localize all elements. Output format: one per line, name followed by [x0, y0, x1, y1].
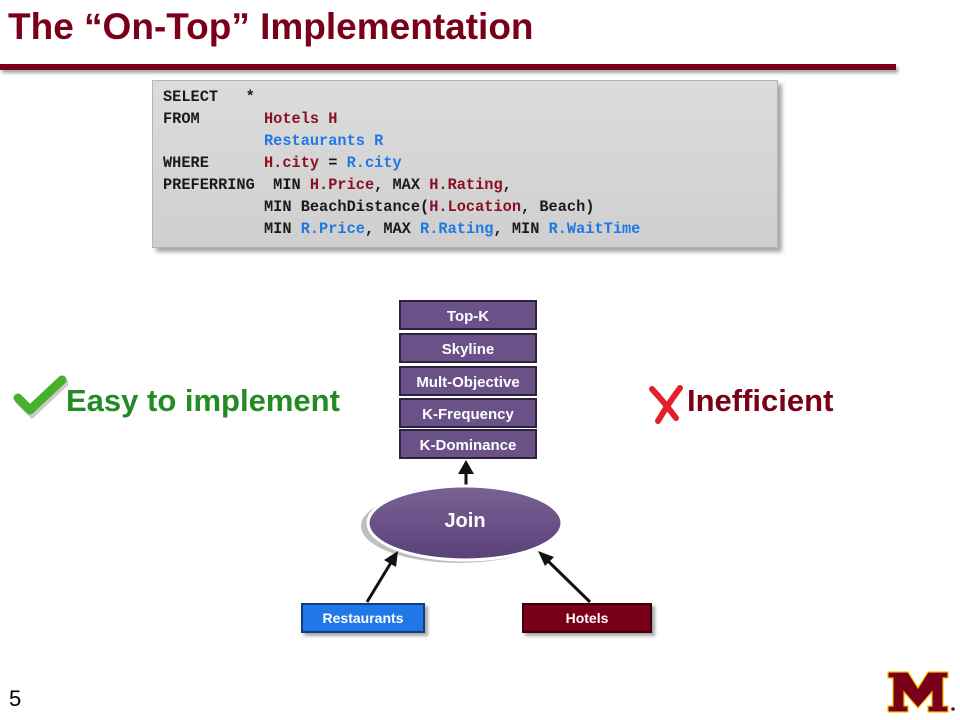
sql-keyword: MIN	[163, 220, 301, 238]
hotels-to-join-arrow	[538, 551, 592, 604]
operator-top-k: Top-K	[399, 300, 537, 330]
restaurants-to-join-arrow	[365, 551, 398, 603]
pros-label: Easy to implement	[66, 383, 340, 418]
sql-restaurant-ref: R.Rating	[420, 220, 494, 238]
join-node	[366, 484, 564, 562]
join-label: Join	[444, 510, 486, 532]
sql-line: Restaurants R	[163, 130, 383, 152]
sql-line: FROM Hotels H	[163, 108, 337, 130]
sql-keyword: MIN BeachDistance(	[163, 198, 430, 216]
sql-keyword: WHERE	[163, 154, 264, 172]
cross-icon	[649, 385, 683, 424]
operator-skyline: Skyline	[399, 333, 537, 363]
join-to-stack-arrow	[458, 460, 474, 488]
sql-keyword: ,	[502, 176, 512, 194]
checkmark-icon	[13, 375, 69, 420]
sql-keyword: , MIN	[493, 220, 549, 238]
sql-restaurant-ref: Restaurants R	[263, 132, 384, 150]
sql-hotel-ref: H.Rating	[429, 176, 503, 194]
operator-k-dominance: K-Dominance	[399, 429, 537, 459]
restaurants-source: Restaurants	[301, 603, 425, 633]
operator-k-frequency: K-Frequency	[399, 398, 537, 428]
sql-line: MIN R.Price, MAX R.Rating, MIN R.WaitTim…	[163, 218, 640, 240]
sql-line: SELECT *	[163, 86, 255, 108]
operator-mult-objective: Mult-Objective	[399, 366, 537, 396]
sql-line: WHERE H.city = R.city	[163, 152, 402, 174]
sql-hotel-ref: H.Price	[309, 176, 375, 194]
sql-hotel-ref: H.Location	[429, 198, 522, 216]
university-logo	[887, 671, 955, 713]
page-number: 5	[9, 686, 22, 711]
sql-keyword: SELECT *	[163, 88, 255, 106]
hotels-source: Hotels	[522, 603, 652, 633]
sql-hotel-ref: Hotels H	[263, 110, 338, 128]
sql-restaurant-ref: R.WaitTime	[548, 220, 641, 238]
sql-keyword: =	[319, 154, 347, 172]
sql-keyword: PREFERRING MIN	[163, 176, 310, 194]
title-underline	[0, 64, 896, 70]
sql-line: MIN BeachDistance(H.Location, Beach)	[163, 196, 594, 218]
sql-line: PREFERRING MIN H.Price, MAX H.Rating,	[163, 174, 512, 196]
slide-title: The “On-Top” Implementation	[8, 6, 534, 47]
sql-keyword: FROM	[163, 110, 264, 128]
sql-query-box: SELECT * FROM Hotels H Restaurants R WHE…	[152, 80, 778, 248]
sql-hotel-ref: H.city	[263, 154, 320, 172]
cons-label: Inefficient	[687, 383, 834, 418]
sql-restaurant-ref: R.Price	[300, 220, 365, 238]
sql-keyword: , Beach)	[521, 198, 595, 216]
sql-keyword: , MAX	[364, 220, 421, 238]
sql-restaurant-ref: R.city	[346, 154, 402, 172]
sql-keyword: , MAX	[374, 176, 430, 194]
